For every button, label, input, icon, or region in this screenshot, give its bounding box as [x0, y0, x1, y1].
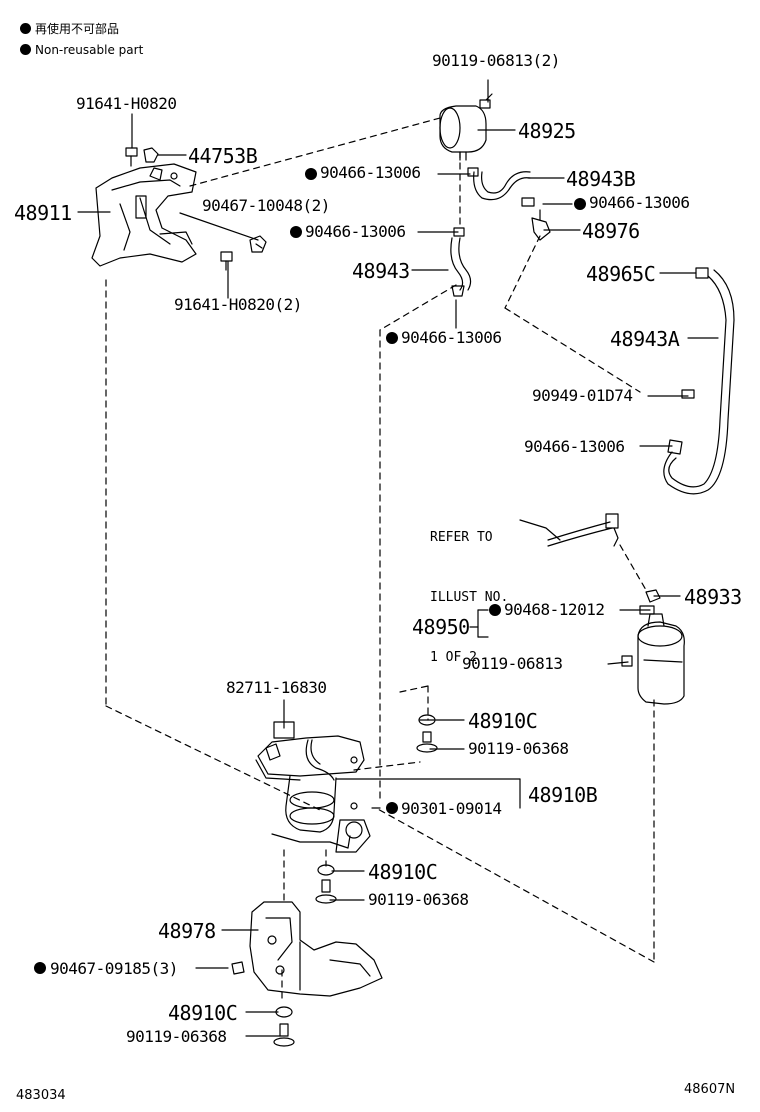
label-90467-10048: 90467-10048(2): [202, 196, 330, 215]
non-reusable-markers: [34, 168, 586, 974]
leader-lines: [77, 79, 719, 1037]
bolt-90119-06368-a: [416, 731, 438, 753]
label-91641-h0820-2: 91641-H0820(2): [174, 295, 302, 314]
grommet-48910c-c: [275, 1006, 293, 1018]
label-48978: 48978: [158, 919, 216, 943]
non-reusable-dot-icon: [20, 44, 31, 55]
label-90119-06368-a: 90119-06368: [468, 739, 569, 758]
label-48933: 48933: [684, 585, 742, 609]
label-90468-12012: 90468-12012: [504, 600, 605, 619]
label-90119-06368-b: 90119-06368: [368, 890, 469, 909]
label-90466-13006-a: 90466-13006: [320, 163, 421, 182]
refer-note: REFER TO ILLUST NO. 1 OF 2: [430, 488, 508, 708]
bracket-48978: [231, 901, 383, 997]
label-48910c-a: 48910C: [468, 709, 538, 733]
label-48910c-b: 48910C: [368, 860, 438, 884]
label-90466-13006-b: 90466-13006: [589, 193, 690, 212]
label-90466-13006-d: 90466-13006: [401, 328, 502, 347]
label-48976: 48976: [582, 219, 640, 243]
label-48943a: 48943A: [610, 327, 680, 351]
legend-jp-text: 再使用不可部品: [35, 22, 120, 36]
dryer-48950: [621, 613, 685, 705]
label-90467-09185: 90467-09185(3): [50, 959, 178, 978]
label-90119-06813-2: 90119-06813(2): [432, 51, 560, 70]
label-48950: 48950: [412, 615, 470, 639]
label-48911: 48911: [14, 201, 72, 225]
fitting-48933: [645, 589, 661, 603]
refer-line-2: ILLUST NO.: [430, 590, 509, 605]
bolt-91641-h0820: [125, 147, 138, 167]
legend-en: Non-reusable part: [20, 43, 143, 57]
bolt-90119-06368-c: [273, 1023, 295, 1047]
legend-jp: 再使用不可部品: [20, 22, 119, 36]
hose-48943: [450, 227, 472, 297]
canister-48925: [439, 93, 493, 161]
grommet-48910c-b: [317, 864, 335, 876]
label-48910c-c: 48910C: [168, 1001, 238, 1025]
label-90466-13006-e: 90466-13006: [524, 437, 625, 456]
refer-line-1: REFER TO: [430, 530, 493, 545]
label-91641-h0820: 91641-H0820: [76, 94, 177, 113]
label-90119-06368-c: 90119-06368: [126, 1027, 227, 1046]
label-48965c: 48965C: [586, 262, 656, 286]
label-82711-16830: 82711-16830: [226, 678, 327, 697]
bracket-48911: [91, 163, 197, 267]
illustration-code-right: 48607N: [684, 1082, 736, 1097]
fitting-48976: [531, 209, 551, 241]
label-48925: 48925: [518, 119, 576, 143]
label-90301-09014: 90301-09014: [401, 799, 502, 818]
refer-cable: [519, 513, 619, 547]
grommet-48910c-a: [418, 714, 436, 726]
compressor-48910b: [255, 721, 371, 853]
hose-48943b: [467, 167, 535, 207]
label-90949-01d74: 90949-01D74: [532, 386, 633, 405]
label-44753b: 44753B: [188, 144, 258, 168]
bolt-91641-h0820-2: [220, 251, 233, 271]
label-48910b: 48910B: [528, 783, 598, 807]
label-48943: 48943: [352, 259, 410, 283]
label-90119-06813: 90119-06813: [462, 654, 563, 673]
label-90466-13006-c: 90466-13006: [305, 222, 406, 241]
illustration-code-left: 483034: [16, 1088, 66, 1103]
gasket-90468-12012: [639, 605, 655, 615]
dashed-lines: [105, 117, 655, 1001]
clip-90467-10048: [249, 235, 267, 253]
non-reusable-dot-icon: [20, 23, 31, 34]
legend-en-text: Non-reusable part: [35, 43, 144, 57]
refer-line-3: 1 OF 2: [430, 650, 477, 665]
clip-44753b: [143, 147, 159, 163]
hose-48943a: [663, 267, 735, 495]
label-48943b: 48943B: [566, 167, 636, 191]
bolt-90119-06368-b: [315, 879, 337, 904]
